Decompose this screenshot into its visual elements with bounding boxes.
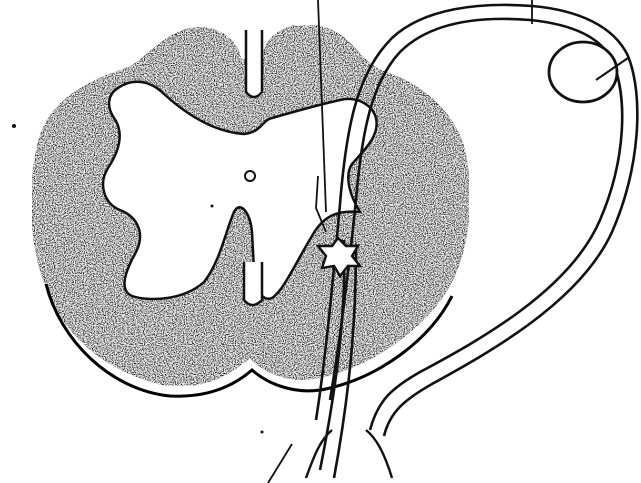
- central-canal: [245, 171, 255, 181]
- label-leader-line-bottom: [268, 444, 292, 483]
- stray-mark: [211, 205, 214, 208]
- dorsal-median-sulcus: [246, 30, 262, 97]
- stray-mark: [261, 431, 264, 434]
- spinal-nerve-trunk: [306, 430, 392, 478]
- stray-mark: [12, 124, 16, 128]
- ventral-median-fissure: [244, 262, 262, 305]
